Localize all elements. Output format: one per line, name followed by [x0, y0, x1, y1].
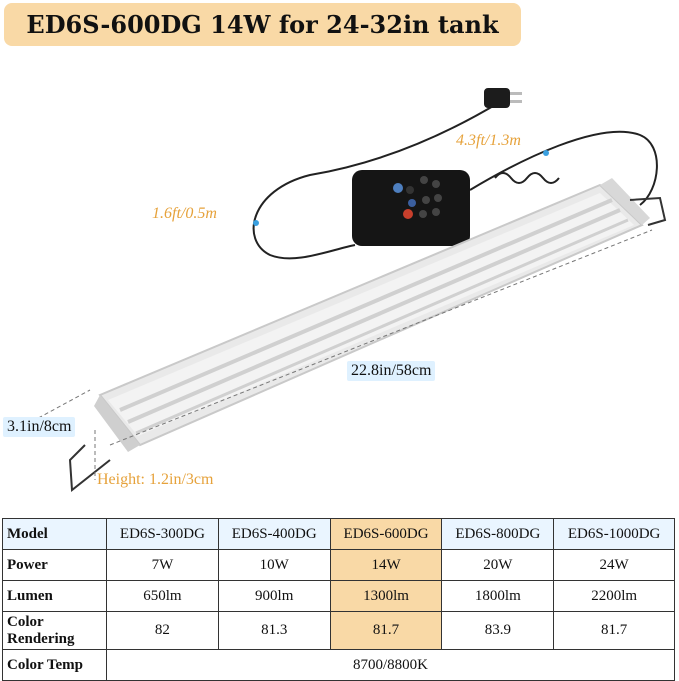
cable-long-label: 4.3ft/1.3m [456, 132, 521, 149]
table-cell: 7W [106, 549, 219, 581]
table-cell: 1800lm [441, 580, 555, 612]
cable-short [252, 101, 501, 260]
table-cell-highlight: 1300lm [329, 580, 443, 612]
table-cell-highlight: 14W [329, 549, 443, 581]
height-label: Height: 1.2in/3cm [97, 471, 214, 488]
spec-table: Model ED6S-300DG ED6S-400DG ED6S-600DG E… [2, 518, 675, 681]
table-cell-highlight: 81.7 [329, 611, 443, 650]
row-label: Lumen [2, 580, 107, 612]
width-label: 3.1in/8cm [3, 417, 76, 437]
table-cell: 900lm [217, 580, 331, 612]
cable-long [469, 130, 658, 206]
bracket-right [629, 196, 667, 226]
table-cell: ED6S-800DG [441, 518, 555, 550]
table-cell: 81.3 [217, 611, 331, 650]
power-plug [484, 88, 522, 108]
table-row: Color Temp 8700/8800K [2, 649, 675, 681]
table-cell-merged: 8700/8800K [106, 649, 675, 681]
table-cell: 10W [217, 549, 331, 581]
length-label: 22.8in/58cm [347, 361, 436, 381]
table-cell: 24W [553, 549, 675, 581]
marker-dot [253, 220, 259, 226]
light-illustration [19, 88, 667, 492]
row-label-line1: Color [7, 613, 44, 630]
table-cell-highlight: ED6S-600DG [329, 518, 443, 550]
table-row: Lumen 650lm 900lm 1300lm 1800lm 2200lm [2, 580, 675, 612]
controller [352, 170, 470, 246]
row-label-line2: Rendering [7, 630, 75, 647]
title-banner: ED6S-600DG 14W for 24-32in tank [4, 3, 521, 46]
table-row: Power 7W 10W 14W 20W 24W [2, 549, 675, 581]
marker-dot [543, 150, 549, 156]
title-text: ED6S-600DG 14W for 24-32in tank [26, 10, 499, 39]
row-label: Color Rendering [2, 611, 107, 650]
table-row: Color Rendering 82 81.3 81.7 83.9 81.7 [2, 611, 675, 650]
bracket-left [68, 444, 111, 492]
table-row: Model ED6S-300DG ED6S-400DG ED6S-600DG E… [2, 518, 675, 550]
table-cell: 2200lm [553, 580, 675, 612]
table-cell: 82 [106, 611, 219, 650]
row-label: Power [2, 549, 107, 581]
table-cell: 83.9 [441, 611, 555, 650]
row-label: Color Temp [2, 649, 107, 681]
table-cell: ED6S-400DG [217, 518, 331, 550]
table-cell: 81.7 [553, 611, 675, 650]
row-label: Model [2, 518, 107, 550]
table-cell: ED6S-1000DG [553, 518, 675, 550]
table-cell: 20W [441, 549, 555, 581]
cable-short-label: 1.6ft/0.5m [152, 205, 217, 222]
table-cell: ED6S-300DG [106, 518, 219, 550]
table-cell: 650lm [106, 580, 219, 612]
